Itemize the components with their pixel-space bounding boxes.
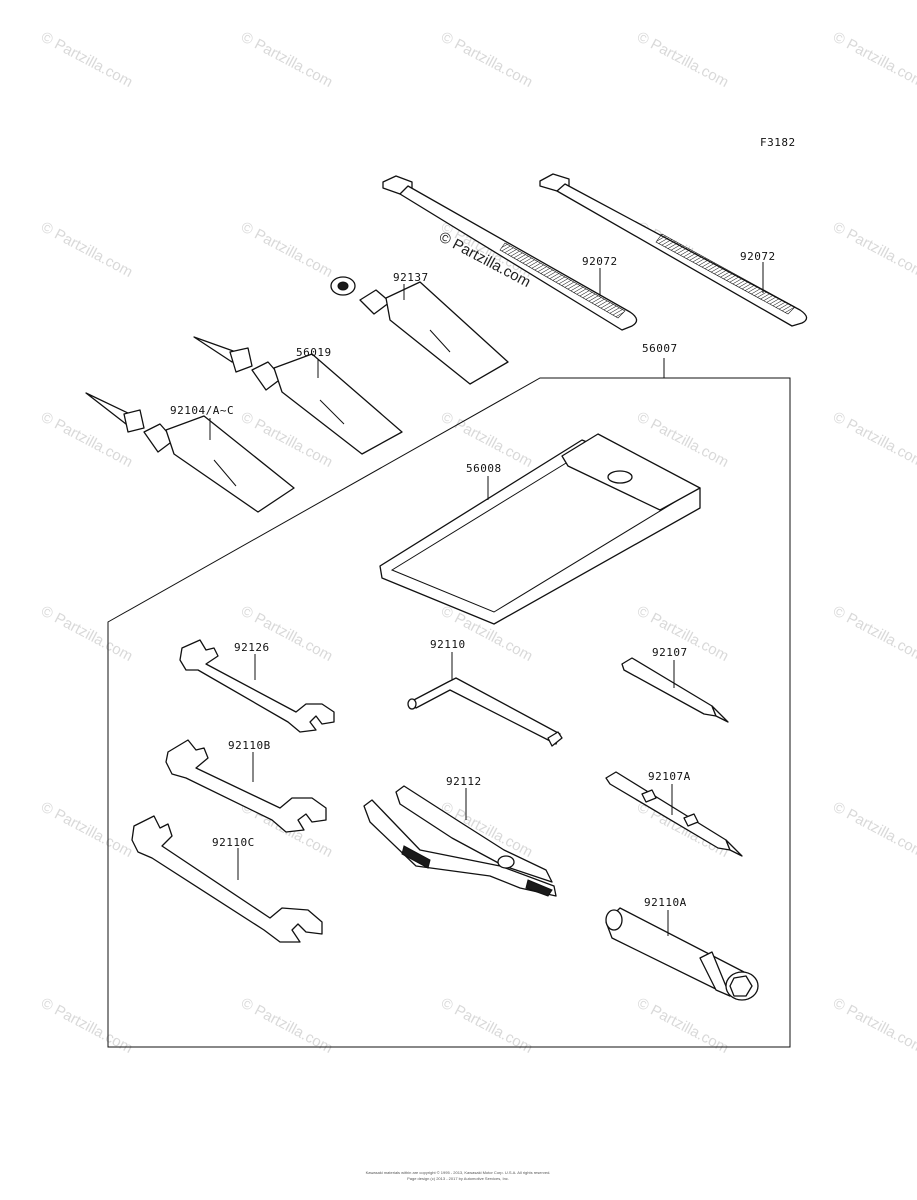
label-92107A: 92107A [648, 770, 691, 783]
label-92137: 92137 [393, 271, 429, 284]
watermark: © Partzilla.com [438, 995, 535, 1057]
label-92112: 92112 [446, 775, 482, 788]
label-92110C: 92110C [212, 836, 255, 849]
watermark: © Partzilla.com [238, 603, 335, 665]
watermark: © Partzilla.com [634, 799, 731, 861]
label-92126: 92126 [234, 641, 270, 654]
box-wrench-92110A[interactable] [605, 907, 759, 1001]
screwdriver-92107[interactable] [621, 657, 729, 723]
footer-copyright: Kawasaki materials within are copyright … [366, 1170, 551, 1175]
watermark: © Partzilla.com [634, 29, 731, 91]
label-92110B: 92110B [228, 739, 271, 752]
watermark: © Partzilla.com [634, 995, 731, 1057]
label-92110: 92110 [430, 638, 466, 651]
screwdriver-92107A[interactable] [605, 771, 743, 857]
grease-tube-92137[interactable] [330, 276, 509, 385]
label-92072-a: 92072 [582, 255, 618, 268]
watermark: © Partzilla.com [830, 995, 917, 1057]
cable-tie-2[interactable] [539, 173, 808, 327]
watermark: © Partzilla.com [238, 995, 335, 1057]
label-92072-b: 92072 [740, 250, 776, 263]
label-56008: 56008 [466, 462, 502, 475]
tube-56019[interactable] [193, 336, 403, 455]
watermark: © Partzilla.com [830, 603, 917, 665]
watermark: © Partzilla.com [830, 409, 917, 471]
wrench-92110C[interactable] [131, 815, 323, 943]
watermark: © Partzilla.com [38, 603, 135, 665]
watermark: © Partzilla.com [238, 219, 335, 281]
pliers-92112[interactable] [363, 785, 557, 897]
cable-tie-1[interactable] [382, 175, 638, 331]
watermark: © Partzilla.com [38, 29, 135, 91]
toolkit-outline [107, 377, 791, 1048]
tool-bag-56008[interactable] [379, 433, 701, 625]
tube-92104[interactable] [85, 392, 295, 513]
watermark: © Partzilla.com [38, 219, 135, 281]
label-56007: 56007 [642, 342, 678, 355]
figure-code: F3182 [760, 136, 796, 149]
wrench-92126[interactable] [179, 639, 335, 733]
label-92107: 92107 [652, 646, 688, 659]
watermark: © Partzilla.com [38, 995, 135, 1057]
watermark: © Partzilla.com [830, 29, 917, 91]
wrench-92110B[interactable] [165, 739, 327, 833]
watermark: © Partzilla.com [238, 29, 335, 91]
hex-key-92110[interactable] [407, 677, 563, 747]
watermark: © Partzilla.com [438, 29, 535, 91]
watermark: © Partzilla.com [830, 799, 917, 861]
footer-design: Page design (c) 2013 - 2017 by Automotiv… [407, 1176, 509, 1181]
watermark: © Partzilla.com [830, 219, 917, 281]
label-92104: 92104/A~C [170, 404, 234, 417]
label-56019: 56019 [296, 346, 332, 359]
label-92110A: 92110A [644, 896, 687, 909]
watermark: © Partzilla.com [38, 799, 135, 861]
